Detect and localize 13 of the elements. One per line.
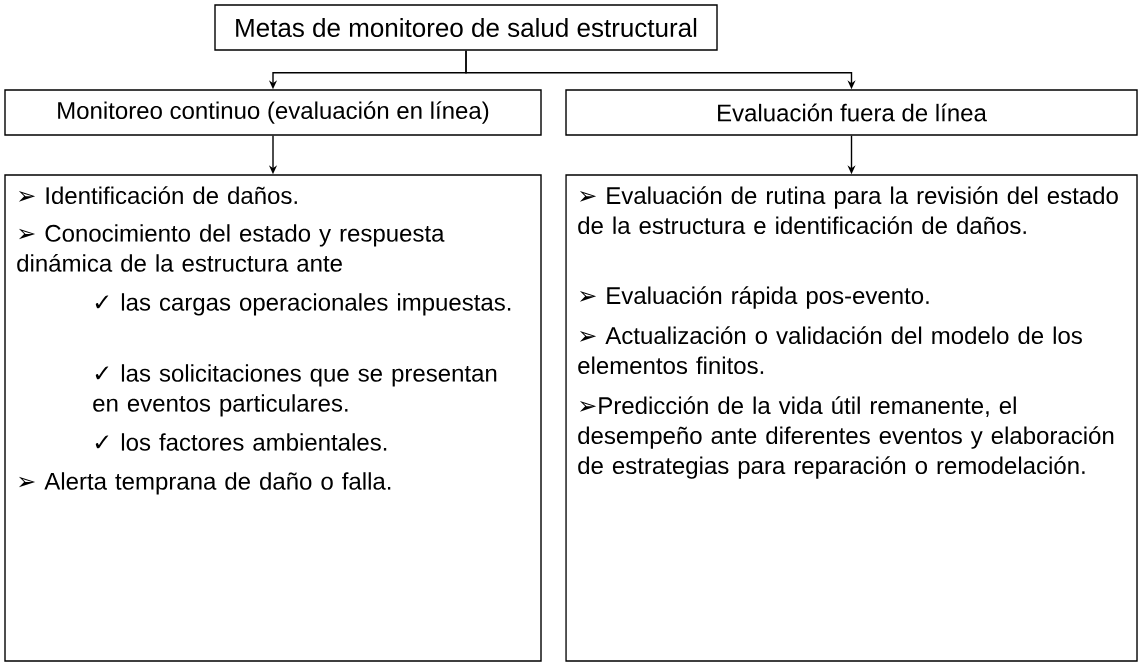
bullet-item: ➢Predicción de la vida útil remanente, el desempeño ante diferentes eventos y elaboración de estrategias para reparación o remodelación. (578, 396, 1114, 479)
bullet-item: ➢ Actualización o validación del modelo de los elementos finitos. (578, 326, 1082, 375)
bullet-item: ➢ Alerta temprana de daño o falla. (18, 472, 391, 495)
bullet-item: ✓ las cargas operacionales impuestas. (95, 293, 511, 316)
header-box: Evaluación fuera de línea (565, 89, 1138, 136)
title-box: Metas de monitoreo de salud estructural (214, 4, 718, 51)
bullet-item: ➢ Evaluación rápida pos-evento. (579, 286, 929, 309)
bullet-item: ➢ Identificación de daños. (18, 186, 297, 205)
bullet-item: ✓ los factores ambientales. (95, 433, 387, 451)
bullet-item: ➢ Conocimiento del estado y respuesta dinámica de la estructura ante (17, 224, 445, 272)
bullet-item: ➢ Evaluación de rutina para la revisión del estado de la estructura e identificación de daños. (578, 186, 1118, 235)
bullet-item: ✓ las solicitaciones que se presentan en eventos particulares. (93, 364, 497, 417)
header-box: Monitoreo continuo (evaluación en línea) (4, 89, 542, 136)
